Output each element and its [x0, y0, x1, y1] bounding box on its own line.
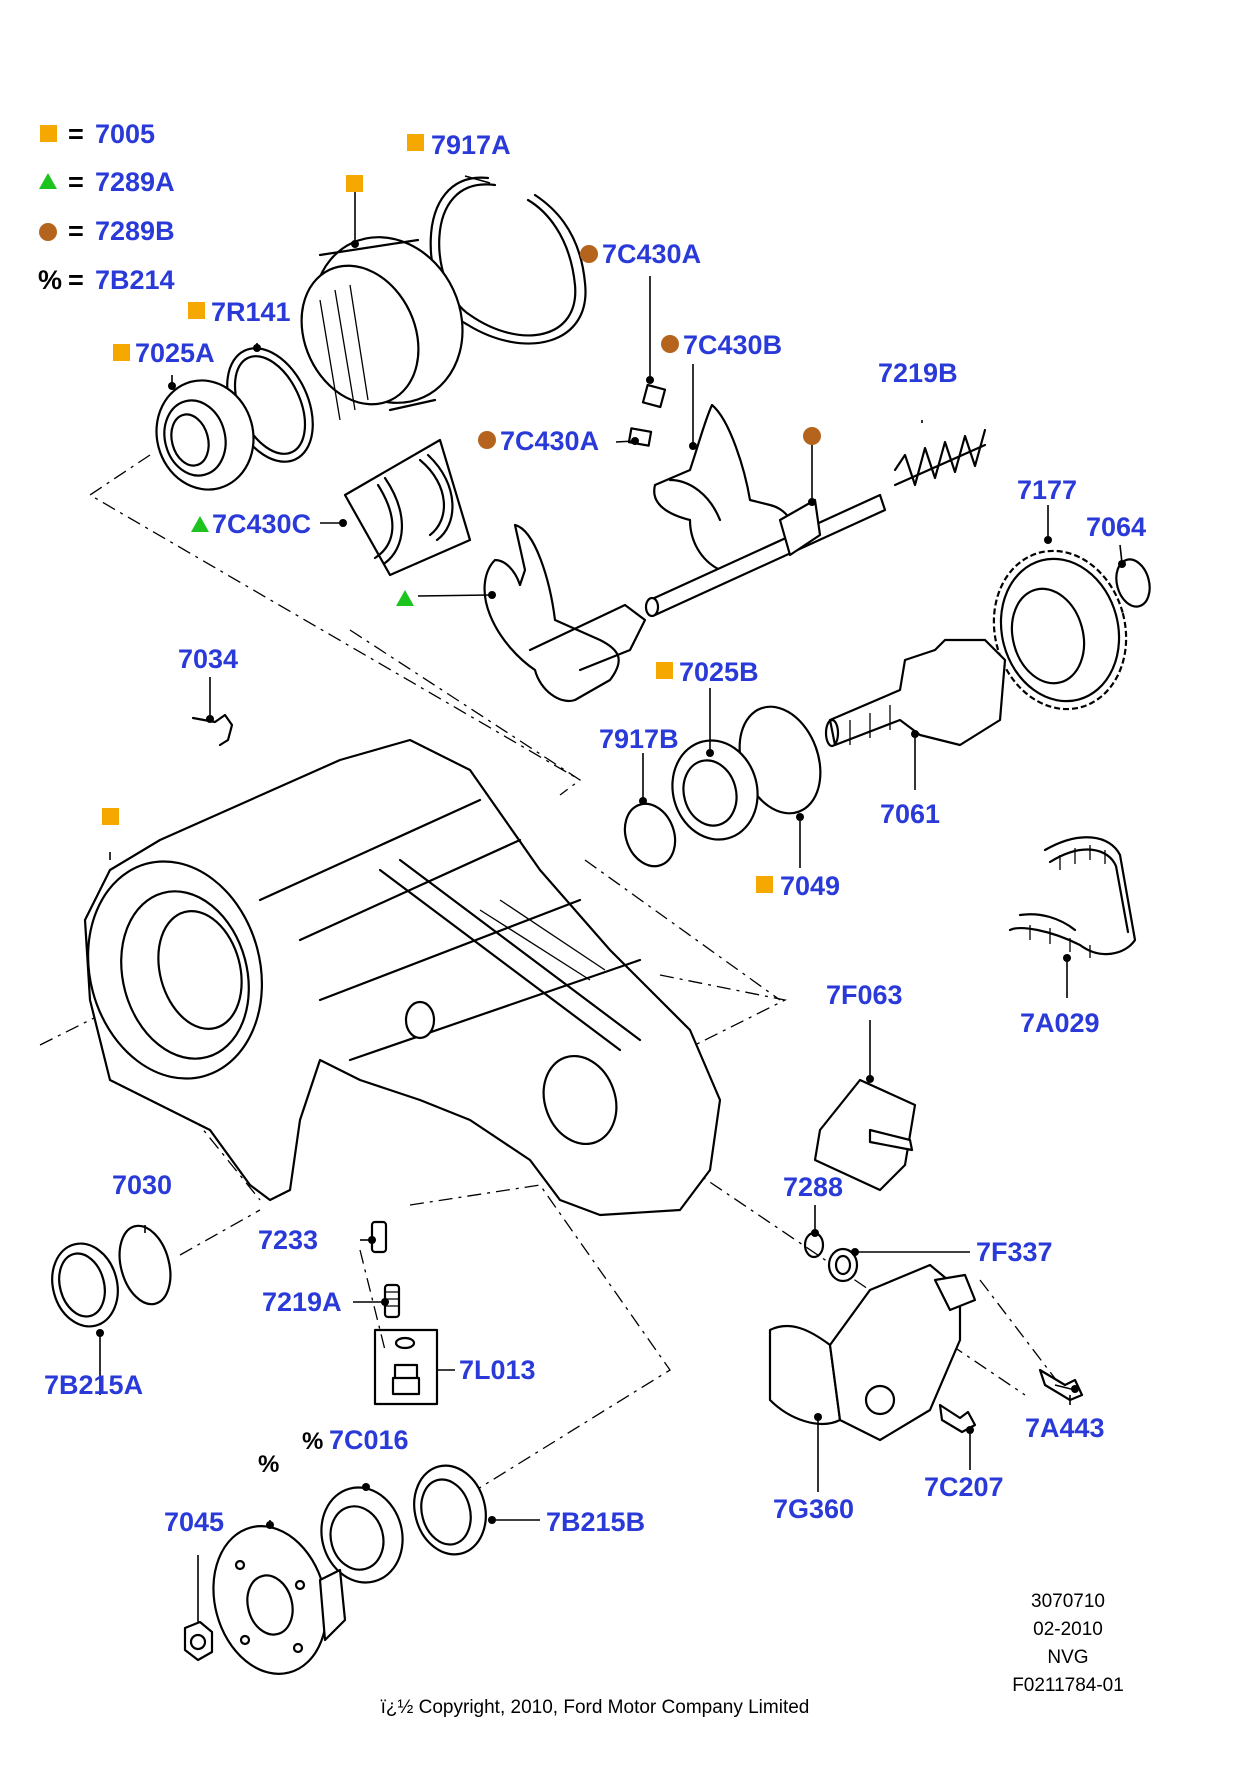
bearing-7025B — [671, 739, 759, 841]
label-7C430A-mid: 7C430A — [500, 426, 599, 456]
circle-icon — [803, 427, 821, 445]
transfer-case-housing — [83, 738, 722, 1217]
label-7064: 7064 — [1086, 512, 1146, 542]
seal-7F337 — [827, 1247, 859, 1283]
snap-ring-7917A — [429, 176, 587, 345]
label-7219A: 7219A — [262, 1287, 342, 1317]
label-7C207: 7C207 — [924, 1472, 1004, 1502]
label-7177: 7177 — [1017, 475, 1077, 505]
triangle-icon — [396, 590, 414, 606]
legend-equals: = — [68, 265, 84, 295]
bolt-7C207 — [938, 1403, 977, 1434]
reference-figure: F0211784-01 — [1012, 1675, 1124, 1696]
flange-7045 — [212, 1525, 347, 1675]
legend-code-7289A: 7289A — [95, 167, 175, 197]
label-7F337: 7F337 — [976, 1237, 1053, 1267]
shift-fork-lower — [483, 523, 647, 703]
label-7C016: 7C016 — [329, 1425, 409, 1455]
legend-code-7B214: 7B214 — [95, 265, 175, 295]
snap-ring-7917B — [623, 802, 677, 868]
legend-equals: = — [68, 216, 84, 246]
label-7045: 7045 — [164, 1507, 224, 1537]
shaft-7061 — [824, 638, 1007, 748]
seal-7B215A — [51, 1242, 119, 1328]
circle-icon — [580, 245, 598, 263]
legend-percent-icon: % — [38, 265, 62, 295]
legend-square-icon — [40, 125, 57, 142]
nut-7045 — [183, 1620, 214, 1662]
label-7034: 7034 — [178, 644, 238, 674]
percent-icon: % — [258, 1451, 279, 1478]
legend-code-7289B: 7289B — [95, 216, 175, 246]
label-7049: 7049 — [780, 871, 840, 901]
circle-icon — [478, 431, 496, 449]
circle-icon — [661, 335, 679, 353]
label-7030: 7030 — [112, 1170, 172, 1200]
clip-7064 — [1115, 558, 1151, 608]
reference-date: 02-2010 — [1033, 1619, 1103, 1640]
bearing-7025A — [155, 379, 255, 491]
label-7L013: 7L013 — [459, 1355, 536, 1385]
legend-equals: = — [68, 119, 84, 149]
snap-ring-7030 — [118, 1224, 172, 1306]
triangle-icon — [191, 516, 209, 532]
legend: = 7005 = 7289A = 7289B % = 7B214 — [38, 119, 175, 295]
shift-motor-7G360 — [768, 1263, 977, 1442]
label-7025A: 7025A — [135, 338, 215, 368]
bolt-7A443 — [1038, 1368, 1084, 1402]
legend-code-7005: 7005 — [95, 119, 155, 149]
shoe-kit-7C430C — [343, 438, 472, 577]
square-icon — [113, 344, 130, 361]
label-7288: 7288 — [783, 1172, 843, 1202]
deflector-7C016 — [320, 1486, 404, 1584]
sprocket-7177 — [992, 549, 1128, 711]
label-7025B: 7025B — [679, 657, 759, 687]
square-icon — [756, 876, 773, 893]
legend-circle-icon — [39, 223, 57, 241]
label-7233: 7233 — [258, 1225, 318, 1255]
part-labels: 7917A 7C430A 7R141 7025A 7C430B 7219B 7C… — [44, 130, 1146, 1537]
label-7B215B: 7B215B — [546, 1507, 645, 1537]
label-7B215A: 7B215A — [44, 1370, 143, 1400]
square-icon — [407, 134, 424, 151]
label-7F063: 7F063 — [826, 980, 903, 1010]
label-7C430A-top: 7C430A — [602, 239, 701, 269]
square-icon — [656, 662, 673, 679]
label-7A029: 7A029 — [1020, 1008, 1100, 1038]
block-7C430B — [641, 383, 667, 409]
spring-7219B — [893, 428, 987, 487]
label-7C430B: 7C430B — [683, 330, 782, 360]
label-7G360: 7G360 — [773, 1494, 854, 1524]
square-icon — [102, 808, 119, 825]
label-7917B: 7917B — [599, 724, 679, 754]
copyright: ï¿½ Copyright, 2010, Ford Motor Company … — [381, 1697, 810, 1718]
reference-code: NVG — [1047, 1647, 1088, 1668]
chain-7A029 — [1008, 836, 1137, 958]
reference-block: 3070710 02-2010 NVG F0211784-01 — [1012, 1591, 1124, 1696]
reference-number: 3070710 — [1031, 1591, 1105, 1612]
bracket-7F063 — [813, 1078, 917, 1192]
shift-fork-rail — [644, 403, 887, 618]
label-7C430C: 7C430C — [212, 509, 311, 539]
plug-kit-7L013 — [373, 1328, 439, 1406]
legend-equals: = — [68, 167, 84, 197]
label-7219B: 7219B — [878, 358, 958, 388]
label-7917A: 7917A — [431, 130, 511, 160]
seal-7B215B — [413, 1464, 487, 1556]
label-7A443: 7A443 — [1025, 1413, 1105, 1443]
legend-triangle-icon — [39, 173, 57, 189]
label-7R141: 7R141 — [211, 297, 291, 327]
square-icon — [346, 175, 363, 192]
percent-icon: % — [302, 1428, 323, 1455]
leader-lines — [96, 175, 1126, 1622]
label-7061: 7061 — [880, 799, 940, 829]
square-icon — [188, 302, 205, 319]
drum-7005 — [300, 236, 464, 421]
